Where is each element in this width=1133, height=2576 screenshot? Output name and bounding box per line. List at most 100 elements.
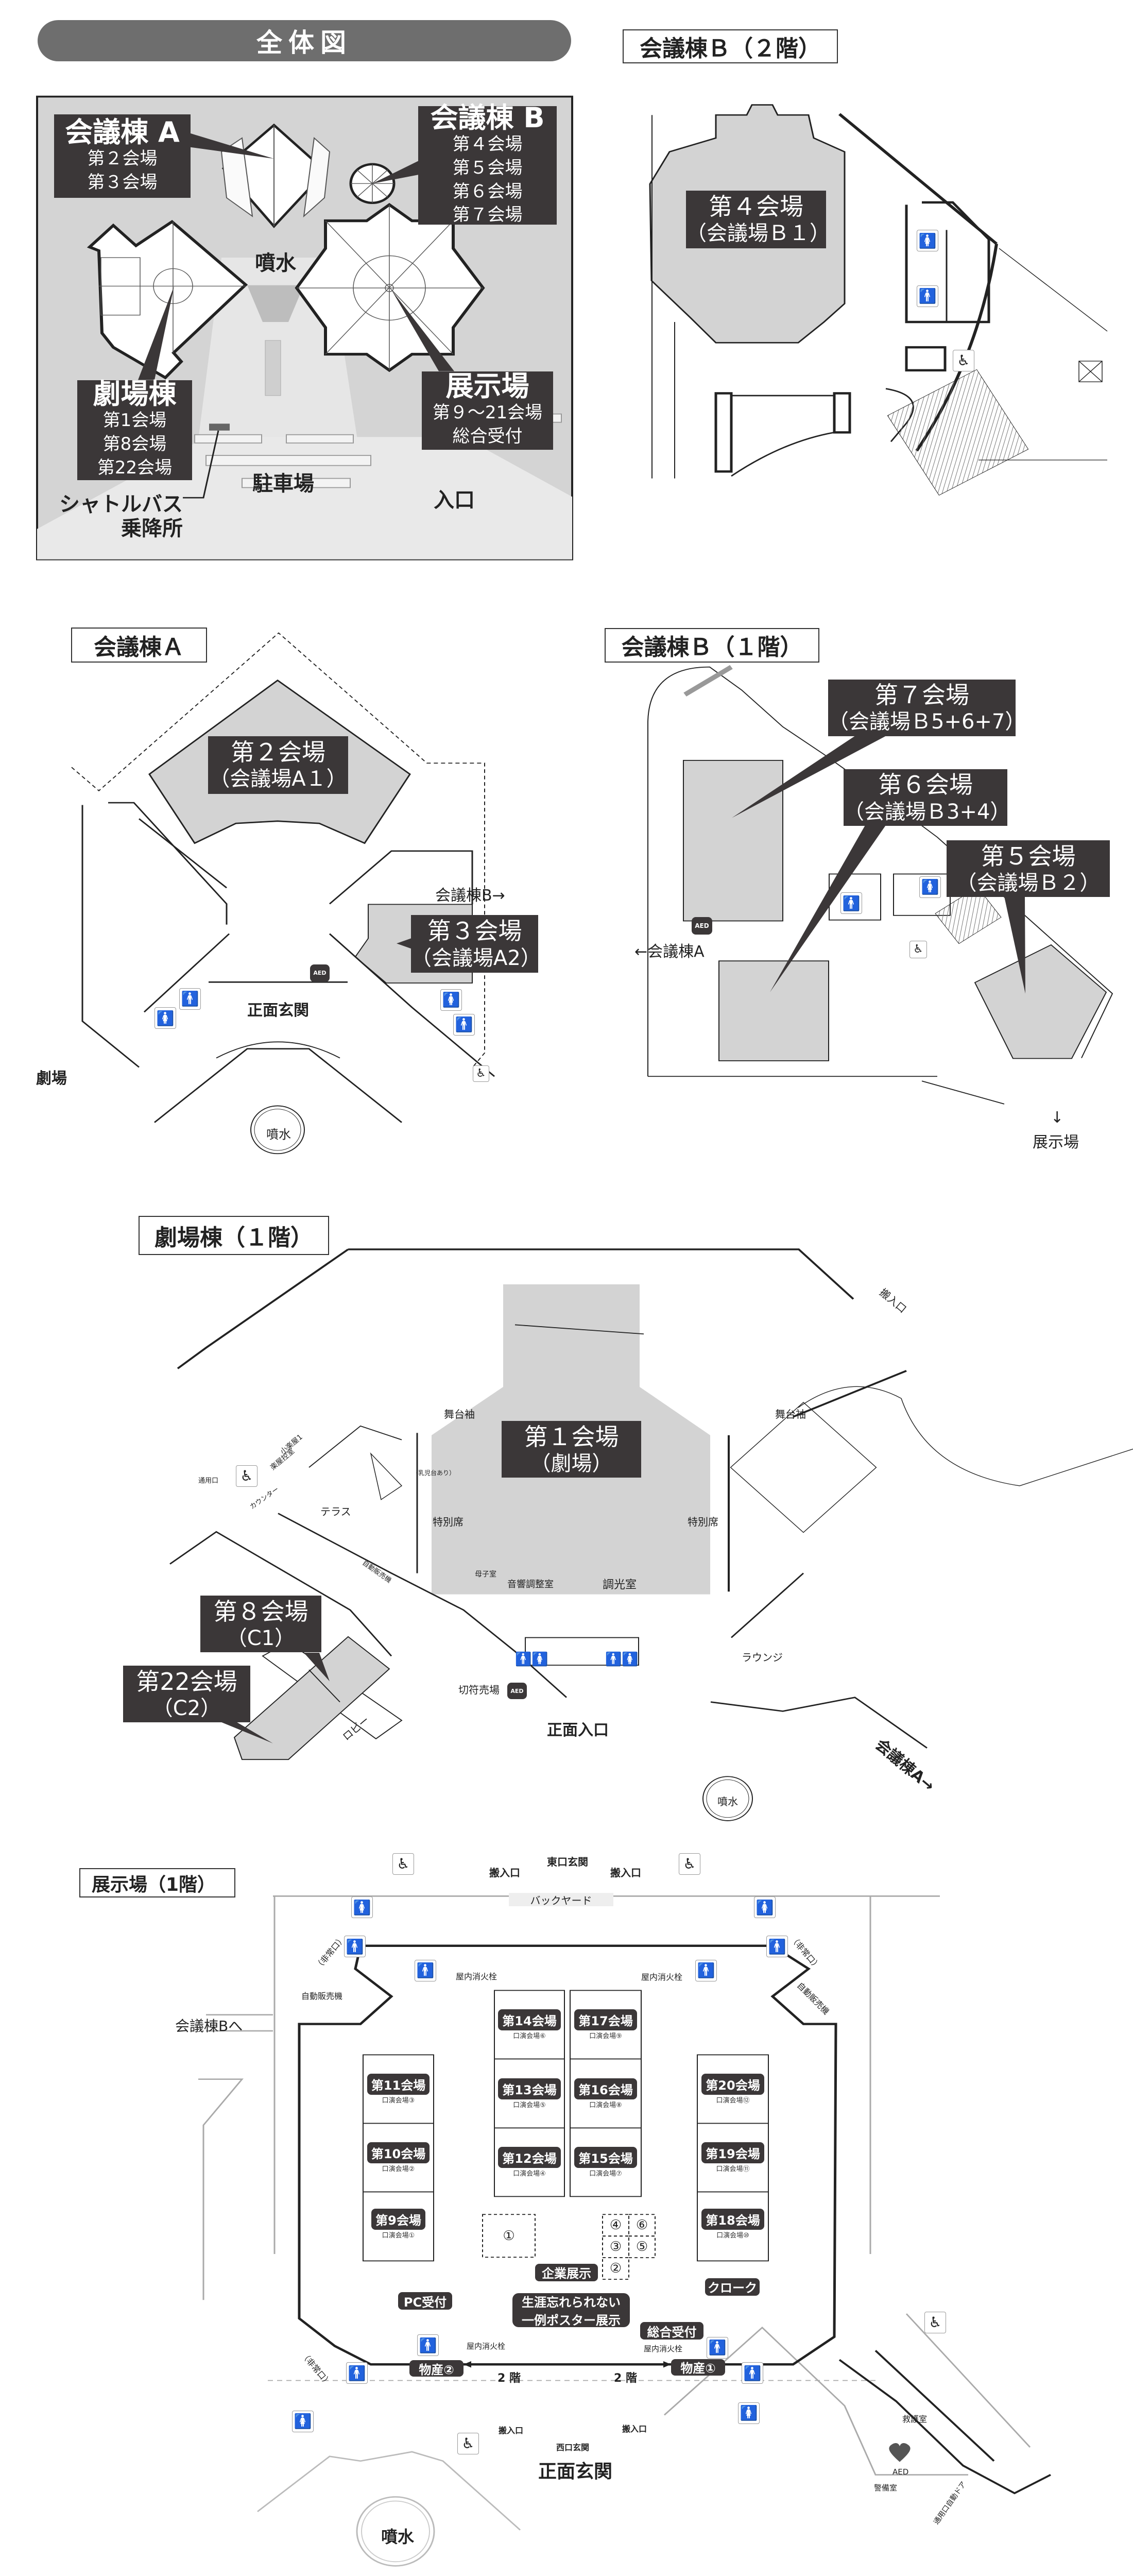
wheelchair-icon: ♿: [473, 1065, 489, 1082]
goods-2-badge[interactable]: 物産②: [409, 2360, 464, 2377]
kaigi-b-to-exhibit[interactable]: 展示場: [1033, 1133, 1079, 1152]
kaigi-b-to-a[interactable]: ←会議棟A: [634, 942, 705, 961]
lighting-room-label: 調光室: [603, 1579, 637, 1592]
mens-restroom-icon: 🚹: [415, 1959, 436, 1981]
womens-restroom-icon: 🚺: [919, 876, 941, 898]
label-kaigi-b-room: 第５会場: [452, 157, 523, 178]
corporate-exhibit-badge[interactable]: 企業展示: [535, 2263, 598, 2281]
cloakroom-badge[interactable]: クローク: [705, 2278, 760, 2296]
room-12[interactable]: 第12会場口演会場④: [494, 2128, 564, 2197]
room-15[interactable]: 第15会場口演会場⑦: [570, 2128, 641, 2197]
room-2-label[interactable]: 第２会場 （会議場A１）: [208, 736, 348, 794]
womens-restroom-icon: 🚺: [754, 1896, 776, 1919]
room-2-name: 第２会場: [231, 738, 325, 767]
overview-title: 全体図: [38, 20, 571, 62]
room-4-name: 第４会場: [709, 193, 803, 221]
room-14-sub: 口演会場⑥: [513, 2032, 546, 2041]
loading-entrance-label: 搬入口: [499, 2425, 524, 2435]
goods-1-badge[interactable]: 物産①: [671, 2359, 725, 2376]
poster-exhibit-line: 一例ポスター展示: [522, 2313, 621, 2328]
label-kaigi-a[interactable]: 会議棟 A 第２会場 第３会場: [54, 114, 191, 198]
label-kaigi-b[interactable]: 会議棟 B 第４会場 第５会場 第６会場 第７会場: [418, 101, 557, 225]
room-2-sub: （会議場A１）: [209, 767, 347, 791]
kaigi-a-to-theater[interactable]: 劇場: [36, 1069, 67, 1088]
room-19[interactable]: 第19会場口演会場⑪: [697, 2124, 768, 2192]
booth-5[interactable]: ⑤: [636, 2239, 648, 2255]
exhibit-to-kaigi-b[interactable]: 会議棟Bへ: [175, 2017, 243, 2035]
room-22-label[interactable]: 第22会場 （C2）: [123, 1666, 250, 1723]
room-7-sub: （会議場Ｂ5+6+7）: [828, 710, 1026, 734]
shuttle-bus-stop-marker: [209, 423, 230, 431]
wheelchair-icon: ♿: [392, 1853, 414, 1875]
mens-restroom-icon: 🚹: [742, 2362, 763, 2384]
label-kaigi-b-name: 会議棟 B: [430, 101, 545, 134]
room-4-sub: （会議場Ｂ１）: [686, 222, 830, 246]
room-7-label[interactable]: 第７会場 （会議場Ｂ5+6+7）: [828, 679, 1026, 736]
room-16[interactable]: 第16会場口演会場⑧: [570, 2059, 641, 2128]
room-9-sub: 口演会場①: [382, 2231, 415, 2240]
pc-reception-badge[interactable]: PC受付: [398, 2292, 452, 2310]
lounge-label: ラウンジ: [742, 1651, 783, 1664]
room-13[interactable]: 第13会場口演会場⑤: [494, 2059, 564, 2128]
room-20[interactable]: 第20会場口演会場⑫: [697, 2055, 768, 2124]
room-17-name: 第17会場: [574, 2009, 637, 2031]
room-22-name: 第22会場: [136, 1667, 237, 1696]
womens-restroom-icon: 🚺: [351, 1896, 373, 1919]
front-entrance-label: 正面玄関: [538, 2461, 613, 2483]
room-15-name: 第15会場: [574, 2147, 637, 2168]
room-17[interactable]: 第17会場口演会場⑨: [570, 1991, 641, 2059]
room-4-label[interactable]: 第４会場 （会議場Ｂ１）: [686, 190, 830, 248]
mens-restroom-icon: 🚹: [917, 285, 938, 307]
room-9-name: 第9会場: [371, 2208, 425, 2230]
aed-icon: AED: [310, 964, 330, 982]
room-14[interactable]: 第14会場口演会場⑥: [494, 1991, 564, 2059]
general-reception-badge[interactable]: 総合受付: [640, 2322, 703, 2340]
room-22-sub: （C2）: [152, 1696, 221, 1720]
poster-exhibit-line: 生涯忘れられない: [522, 2295, 621, 2310]
kaigi-a-to-b[interactable]: 会議棟B→: [435, 886, 505, 905]
room-1-stage-area: [503, 1284, 640, 1387]
room-8-label[interactable]: 第８会場 （C1）: [200, 1596, 321, 1653]
booth-1[interactable]: ①: [503, 2228, 515, 2244]
room-9[interactable]: 第9会場口演会場①: [363, 2192, 434, 2261]
overview-shuttle-stop: 乗降所: [121, 516, 183, 540]
special-seat-label: 特別席: [433, 1515, 464, 1528]
room-3-label[interactable]: 第３会場 （会議場A2）: [411, 914, 541, 973]
label-kaigi-b-room: 第４会場: [452, 133, 523, 155]
mens-restroom-icon: 🚹: [707, 2336, 728, 2359]
exhibit-fountain: 噴水: [381, 2527, 415, 2547]
room-18[interactable]: 第18会場口演会場⑩: [697, 2192, 768, 2261]
room-1-label[interactable]: 第１会場 （劇場）: [502, 1421, 641, 1478]
room-5-area: [974, 944, 1107, 1059]
room-6-label[interactable]: 第６会場 （会議場Ｂ3+4）: [844, 769, 1011, 826]
womens-restroom-icon: 🚺: [154, 1007, 176, 1029]
label-exhibit-room: 総合受付: [452, 426, 523, 447]
poster-exhibit-badge[interactable]: 生涯忘れられない 一例ポスター展示: [512, 2293, 630, 2328]
room-16-name: 第16会場: [574, 2078, 637, 2099]
exhibit-title: 展示場（1階）: [79, 1868, 235, 1898]
nursing-room-label: 母子室: [475, 1570, 496, 1579]
room-18-sub: 口演会場⑩: [716, 2231, 749, 2240]
loading-entrance-label: 搬入口: [489, 1866, 520, 1879]
label-theater-name: 劇場棟: [93, 378, 177, 411]
room-1-name: 第１会場: [524, 1422, 619, 1451]
room-6-sub: （会議場Ｂ3+4）: [844, 800, 1011, 824]
label-theater[interactable]: 劇場棟 第1会場 第8会場 第22会場: [77, 380, 192, 480]
room-1-sub: （劇場）: [530, 1451, 613, 1476]
restroom-icon: 🚹🚺: [515, 1651, 548, 1667]
booth-3[interactable]: ③: [609, 2239, 622, 2255]
special-seat-label: 特別席: [688, 1515, 718, 1528]
booth-6[interactable]: ⑥: [636, 2217, 648, 2233]
wheelchair-icon: ♿: [679, 1853, 700, 1875]
room-19-name: 第19会場: [701, 2142, 764, 2164]
room-11[interactable]: 第11会場口演会場③: [363, 2055, 434, 2124]
mens-restroom-icon: 🚹: [344, 1936, 366, 1958]
room-5-label[interactable]: 第５会場 （会議場Ｂ２）: [947, 840, 1110, 897]
room-10[interactable]: 第10会場口演会場②: [363, 2124, 434, 2192]
overview-building-theater: [87, 219, 248, 380]
west-entrance-label: 西口玄関: [556, 2442, 590, 2452]
hydrant-label: 屋内消火栓: [644, 2344, 683, 2354]
label-exhibit[interactable]: 展示場 第９〜21会場 総合受付: [422, 371, 553, 450]
booth-2[interactable]: ②: [609, 2261, 622, 2277]
booth-4[interactable]: ④: [609, 2217, 622, 2233]
